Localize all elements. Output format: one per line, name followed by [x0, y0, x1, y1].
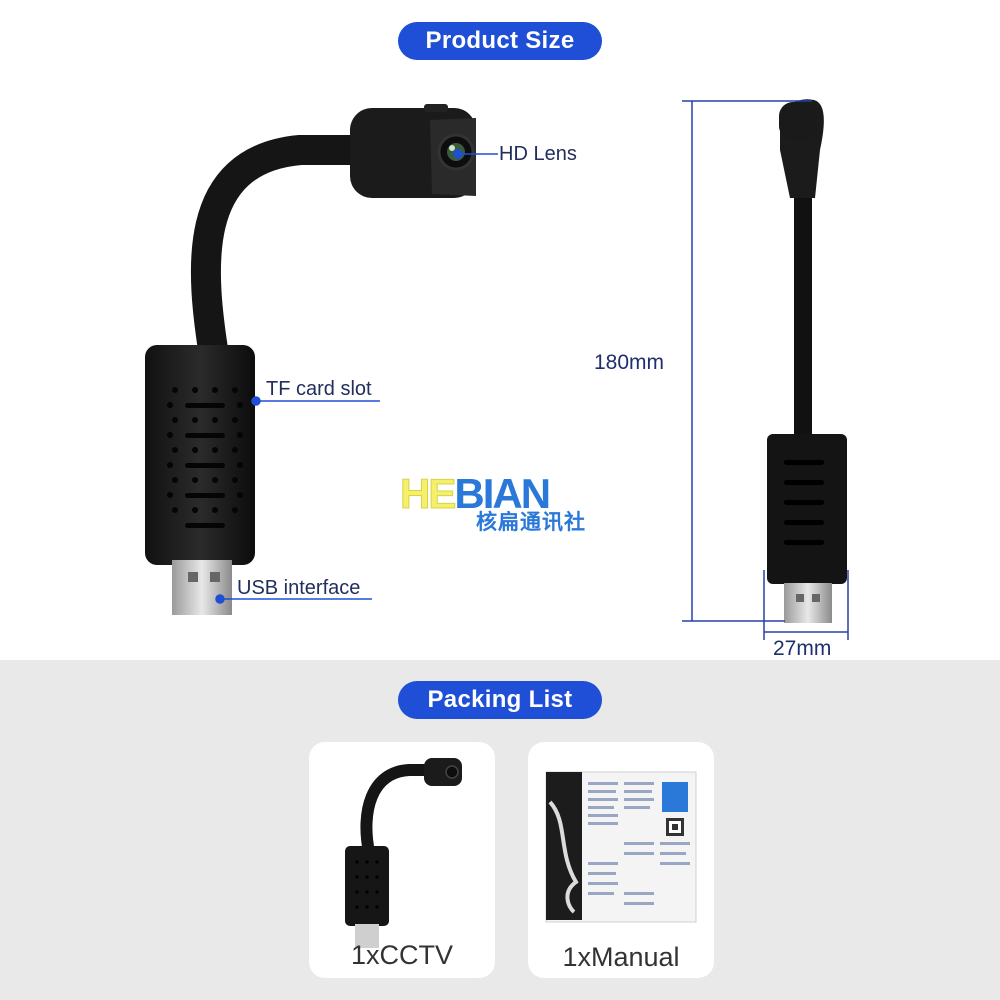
packing-list-heading: Packing List — [398, 681, 602, 719]
usb-plug — [172, 560, 232, 615]
height-dimension: 180mm — [594, 351, 665, 374]
side-view-camera — [767, 99, 847, 623]
manual-label: 1xManual — [562, 942, 680, 972]
hd-lens-callout: HD Lens — [499, 143, 577, 165]
camera-cable — [190, 135, 370, 377]
cctv-label: 1xCCTV — [350, 940, 453, 970]
usb-interface-callout: USB interface — [237, 577, 361, 599]
camera-head — [350, 104, 476, 198]
packing-item-manual: 1xManual — [528, 742, 714, 978]
product-size-heading: Product Size — [398, 22, 602, 60]
camera-illustration — [145, 99, 849, 640]
manual-thumbnail — [545, 771, 697, 923]
watermark-logo: HEBIAN — [399, 470, 551, 518]
watermark-subtitle: 核扁通讯社 — [476, 511, 586, 534]
dimension-lines — [682, 100, 849, 640]
tf-card-slot-callout: TF card slot — [266, 378, 372, 400]
width-dimension: 27mm — [773, 637, 832, 660]
camera-body — [145, 345, 255, 565]
packing-item-cctv: 1xCCTV — [309, 742, 495, 978]
cctv-thumbnail — [345, 758, 462, 948]
